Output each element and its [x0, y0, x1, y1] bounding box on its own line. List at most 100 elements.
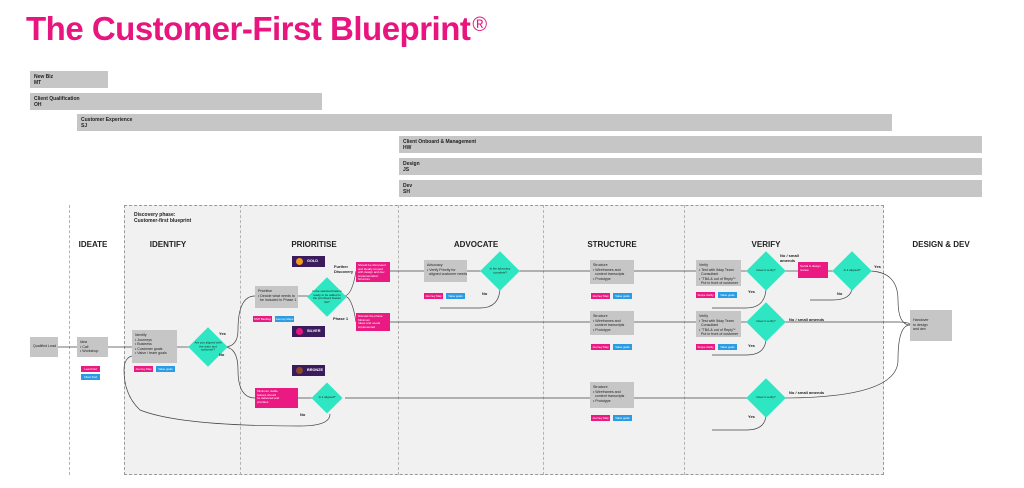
yes-label: Yes — [874, 264, 881, 269]
handover-node: Handover to design and dev — [910, 310, 952, 341]
structure-2-tag-blue: Value goals — [613, 344, 632, 350]
prioritise-tag-pink: MVP Backlog — [253, 316, 272, 322]
team-code: SH — [403, 189, 410, 195]
connector — [712, 413, 767, 431]
verify-2-tag-blue: Value goals — [718, 344, 737, 350]
connector — [223, 295, 256, 348]
phase-advocate: ADVOCATE — [453, 240, 499, 249]
team-code: SJ — [81, 123, 88, 129]
bronze-icon — [296, 367, 303, 374]
decision-label: Does it verify? — [756, 268, 776, 273]
connector — [440, 286, 501, 309]
structure-3-tag-pink: Journey Map — [591, 415, 610, 421]
decision-label: Is it aligned? — [843, 268, 861, 273]
team-code: JS — [403, 167, 410, 173]
connector — [867, 270, 911, 326]
decision-label: Are you aligned with the team and custom… — [194, 340, 222, 352]
verify-node-1: Verify • Test with 5day Team Consultant … — [696, 260, 741, 286]
no-label: No — [300, 412, 306, 417]
advocate-tag-blue: Value goals — [446, 293, 465, 299]
yes-label: Yes — [748, 289, 755, 294]
advocacy-node: Advocacy • Verify Priority for aligned c… — [424, 260, 467, 282]
prioritise-node: Prioritise • Decide what needs to be inc… — [255, 286, 298, 308]
decision-label: Is the selected feature ready to be adde… — [312, 288, 342, 304]
phase-divider — [684, 205, 685, 475]
tier-gold: GOLD — [292, 256, 325, 267]
no-label: No — [219, 352, 225, 357]
qualified-lead-node: Qualified Lead — [30, 337, 58, 357]
further-discovery-label: Further Discovery — [334, 264, 354, 274]
decision-label: Is it aligned? — [318, 395, 336, 400]
structure-1-tag-pink: Journey Map — [591, 293, 610, 299]
silver-icon — [296, 328, 303, 335]
phase-verify: VERIFY — [751, 240, 781, 249]
verify-node-2: Verify • Test with 5day Team Consultant … — [696, 311, 741, 337]
phase-divider — [543, 205, 544, 475]
identify-tag-pink: Journey Map — [134, 366, 153, 372]
team-code: HW — [403, 145, 412, 151]
team-code: MT — [34, 80, 42, 86]
tier-label: BRONZE — [307, 368, 324, 372]
connector — [781, 324, 911, 399]
connector — [123, 355, 331, 427]
structure-3-tag-blue: Value goals — [613, 415, 632, 421]
idea-node: Idea • Call • Workshop — [77, 337, 108, 357]
registered-mark: ® — [472, 14, 487, 36]
connector — [223, 346, 256, 399]
phase-design-dev: DESIGN & DEV — [912, 240, 970, 249]
phase-divider — [69, 205, 70, 475]
team-name: Customer Experience — [81, 117, 133, 123]
team-name: Dev — [403, 183, 413, 189]
team-name: Design — [403, 161, 420, 167]
identify-node: Identify • Journeys • Business • Custome… — [132, 330, 177, 363]
team-name: Client Onboard & Management — [403, 139, 477, 145]
identify-tag-blue: Value goals — [156, 366, 175, 372]
no-small-amends-label: No / small amends — [789, 317, 825, 322]
yes-label: Yes — [748, 343, 755, 348]
no-small-amends-label: No / small amends — [789, 390, 825, 395]
no-label: No — [837, 291, 843, 296]
title-text: The Customer-First Blueprint — [26, 10, 471, 47]
tier-label: SILVER — [307, 329, 321, 333]
page-title: The Customer-First Blueprint® — [26, 10, 487, 48]
decision-label: Is the advocacy complete? — [489, 266, 511, 274]
verify-note-box: Social & design review — [798, 262, 828, 278]
verify-1-tag-blue: Value goals — [718, 292, 737, 298]
decision-label: Does it verify? — [756, 319, 776, 324]
tier-silver: SILVER — [292, 326, 325, 337]
verify-2-tag-pink: Scope clarity — [696, 344, 715, 350]
phase-1-label: Phase 1 — [333, 316, 349, 321]
phase-divider — [240, 205, 241, 475]
connector — [712, 286, 767, 309]
verify-1-tag-pink: Scope clarity — [696, 292, 715, 298]
advocate-tag-pink: Journey Map — [424, 293, 443, 299]
connector — [810, 286, 853, 301]
tier-bronze: BRONZE — [292, 365, 325, 376]
structure-2-tag-pink: Journey Map — [591, 344, 610, 350]
phase-identify: IDENTIFY — [149, 240, 187, 249]
phase-structure: STRUCTURE — [587, 240, 637, 249]
phase-ideate: IDEATE — [78, 240, 108, 249]
phase-divider — [398, 205, 399, 475]
tier-label: GOLD — [307, 259, 318, 263]
bronze-note-box: Minimum viable feature should be deliver… — [255, 388, 298, 408]
discovery-phase-region — [124, 205, 884, 475]
no-label: No — [482, 291, 488, 296]
structure-node-2: Structure • Wireframes and content trans… — [590, 311, 634, 335]
yes-label: Yes — [748, 414, 755, 419]
team-code: OH — [34, 102, 42, 108]
prioritise-tag-blue: Journey Maps — [275, 316, 294, 322]
no-small-amends-label: No / small amends — [780, 253, 799, 263]
connector — [782, 321, 911, 326]
team-name: Client Qualification — [34, 96, 80, 102]
yes-label: Yes — [219, 331, 226, 336]
decision-label: Does it verify? — [756, 395, 776, 400]
connector — [343, 270, 357, 297]
